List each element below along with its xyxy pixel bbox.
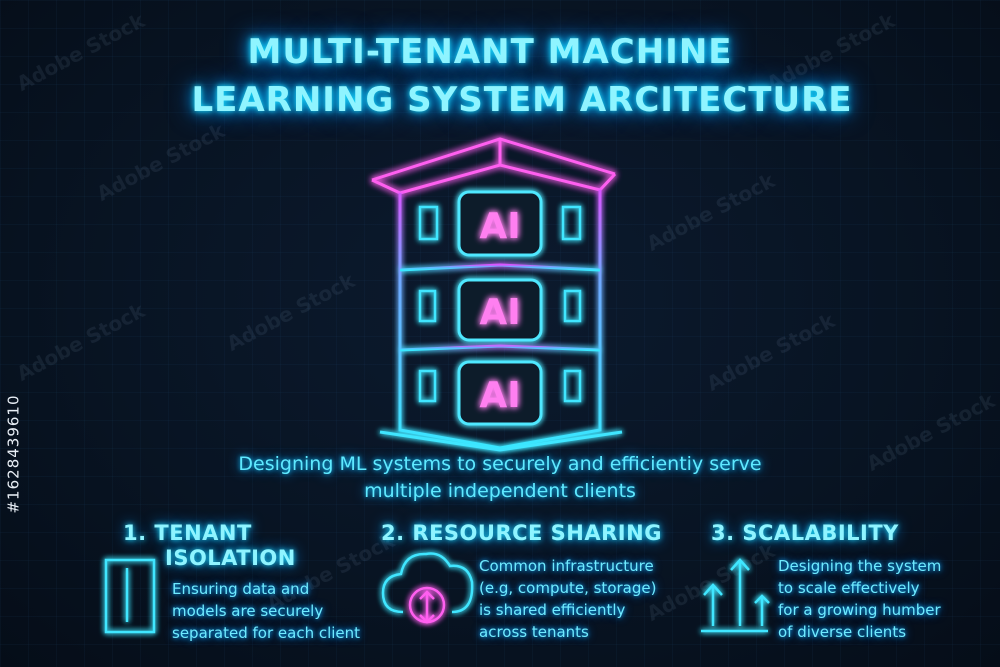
feature-title: 2. RESOURCE SHARING xyxy=(381,521,662,545)
feature-description-line: models are securely xyxy=(172,602,324,620)
ai-label: AI xyxy=(479,292,520,333)
feature-description-line: of diverse clients xyxy=(778,623,907,641)
cloud-sync-icon xyxy=(381,552,474,624)
scale-up-arrows-icon xyxy=(701,558,770,633)
subtitle-line2: multiple independent clients xyxy=(364,480,636,502)
building-windows xyxy=(418,205,582,403)
feature-description-line: is shared efficiently xyxy=(479,601,626,619)
subtitle-line1: Designing ML systems to securely and eff… xyxy=(238,453,762,475)
feature-description-line: (e.g, compute, storage) xyxy=(479,579,657,597)
feature-description-line: for a growing humber xyxy=(778,601,941,619)
ai-label: AI xyxy=(479,206,520,247)
feature-description-line: to scale effectively xyxy=(778,579,920,597)
feature-title-line2: ISOLATION xyxy=(165,546,296,570)
feature-description: Designing the system to scale effectivel… xyxy=(778,555,978,643)
feature-title: 1. TENANT xyxy=(123,521,252,545)
ai-panel xyxy=(457,278,543,342)
feature-description: Common infrastructure (e.g, compute, sto… xyxy=(479,555,679,643)
feature-title: 3. SCALABILITY xyxy=(711,521,899,545)
diagram-subtitle: Designing ML systems to securely and eff… xyxy=(150,451,850,505)
feature-description-line: Designing the system xyxy=(778,557,942,575)
feature-description-line: separated for each client xyxy=(172,624,361,642)
feature-description: Ensuring data and models are securely se… xyxy=(172,578,392,644)
ai-label: AI xyxy=(479,375,520,416)
page-title-line1: MULTI-TENANT MACHINE xyxy=(247,32,733,72)
building-roof xyxy=(371,137,617,195)
feature-description-line: across tenants xyxy=(479,623,589,641)
ai-panel xyxy=(457,360,543,426)
door-icon xyxy=(104,558,156,634)
feature-description-line: Ensuring data and xyxy=(172,580,310,598)
ai-panel xyxy=(457,190,543,257)
page-title-line2: LEARNING SYSTEM ARCITECTURE xyxy=(191,80,853,120)
feature-description-line: Common infrastructure xyxy=(479,557,654,575)
